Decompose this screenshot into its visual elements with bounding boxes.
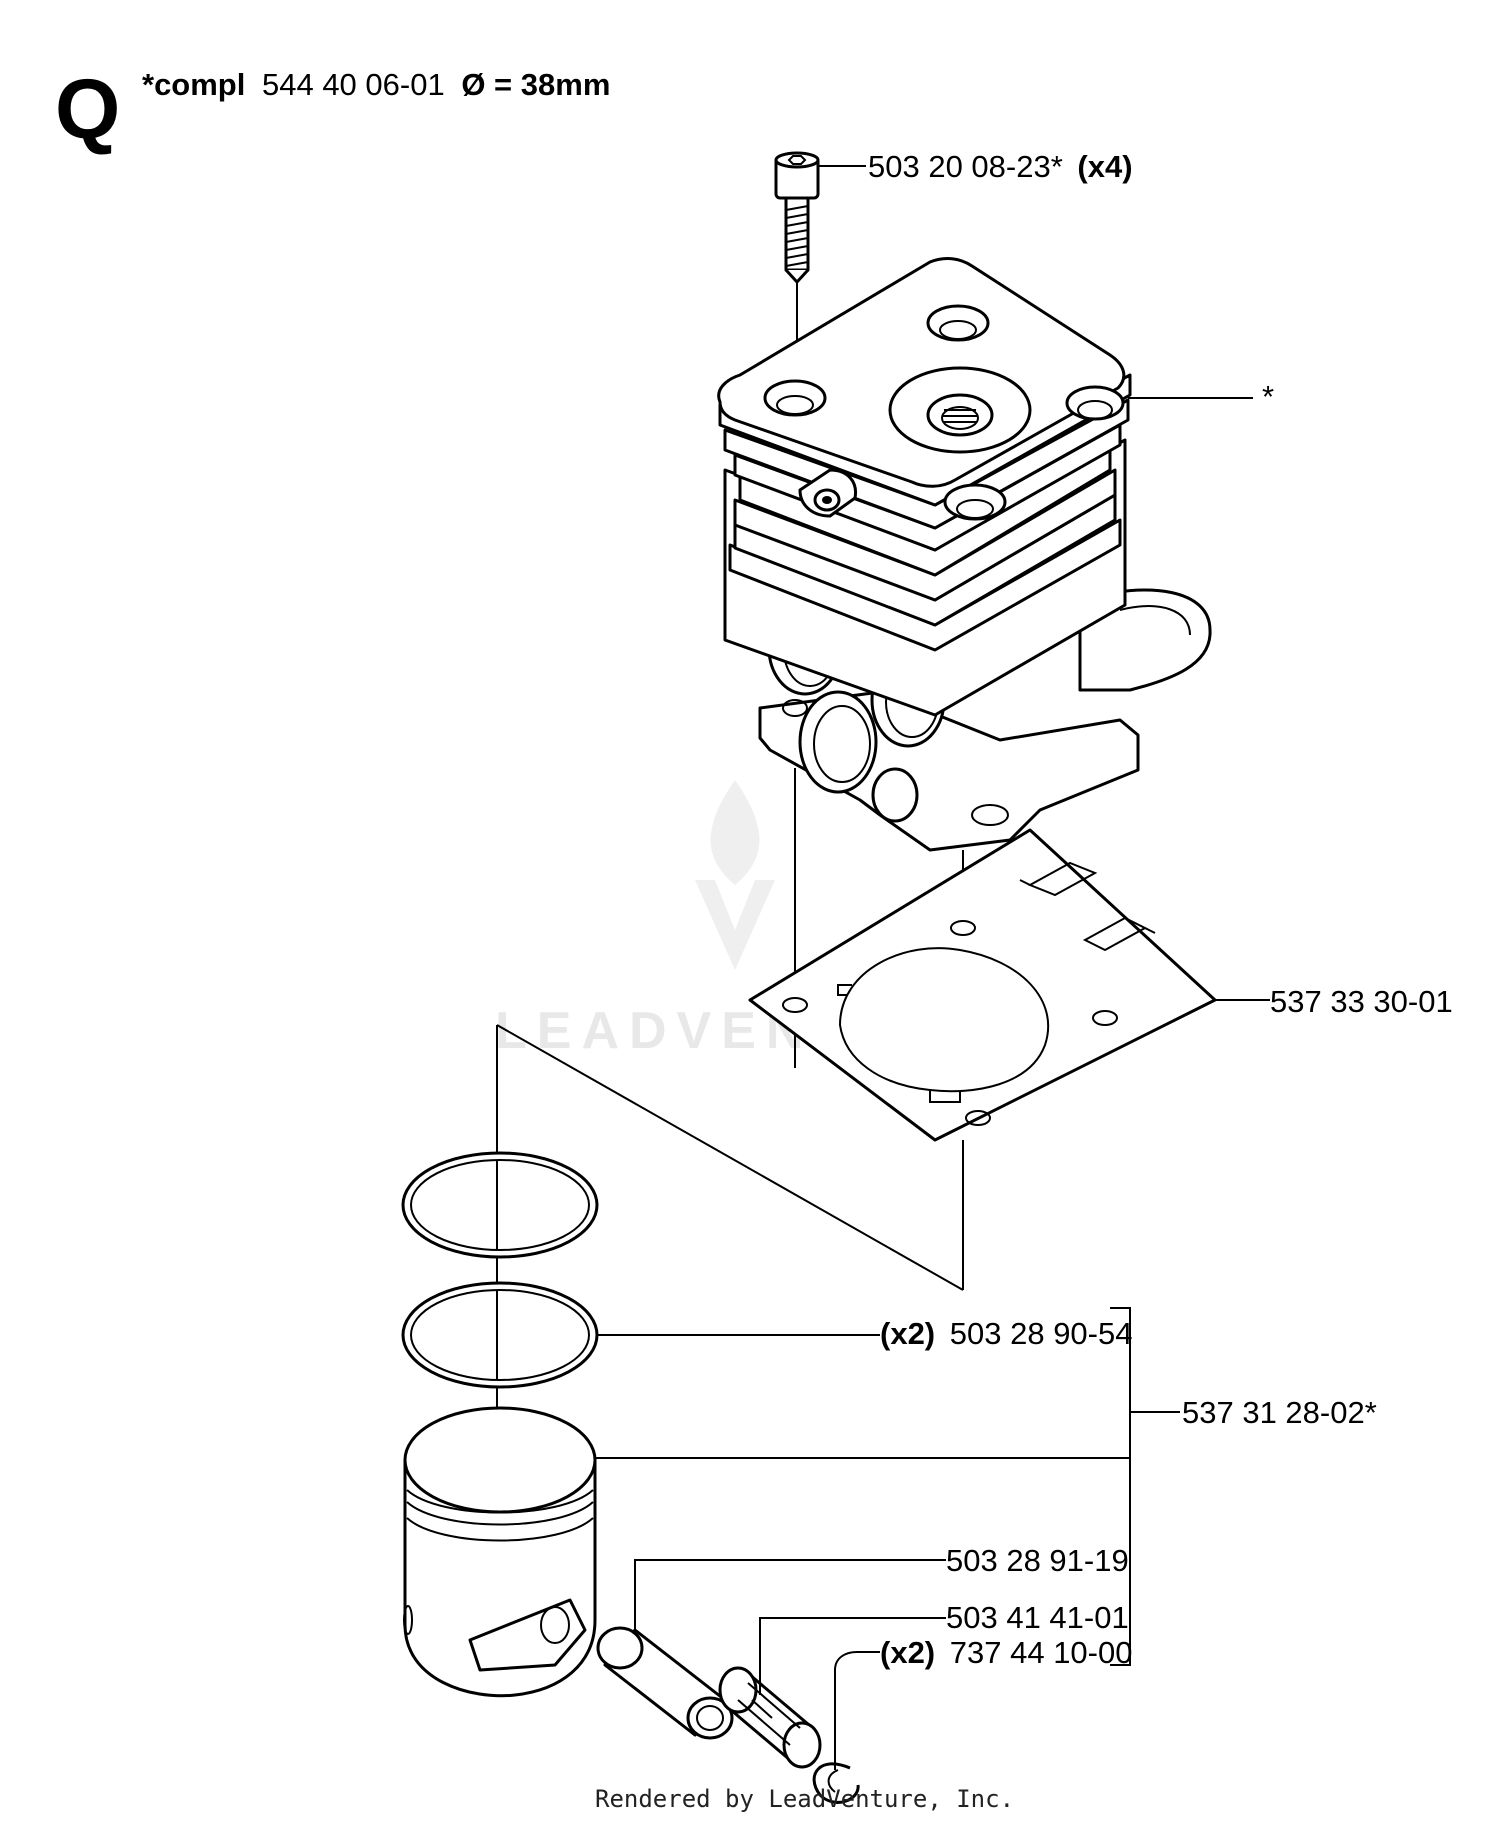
piston-kit-callout: 537 31 28-02*	[1182, 1395, 1377, 1430]
screw-callout: 503 20 08-23* (x4)	[868, 149, 1133, 184]
circlip-part	[812, 1651, 880, 1804]
cylinder-part	[717, 257, 1253, 852]
gasket-part	[748, 828, 1217, 1142]
rings-callout: (x2) 503 28 90-54	[880, 1316, 1132, 1351]
needle-bearing-part	[718, 1617, 946, 1769]
footer-credit: Rendered by LeadVenture, Inc.	[595, 1785, 1014, 1813]
gasket-callout: 537 33 30-01	[1270, 984, 1453, 1019]
piston-part	[403, 1406, 597, 1698]
piston-ring-upper	[401, 1151, 599, 1259]
piston-ring-lower	[401, 1281, 599, 1389]
section-letter: Q	[55, 62, 120, 156]
compl-header: *compl 544 40 06-01 Ø = 38mm	[142, 67, 610, 102]
piston-pin-part	[596, 1559, 946, 1740]
bearing-callout: 503 41 41-01	[946, 1600, 1129, 1635]
pin-callout: 503 28 91-19	[946, 1543, 1129, 1578]
screw-part	[774, 151, 820, 420]
projection-line	[496, 1024, 964, 1291]
circlip-callout: (x2) 737 44 10-00	[880, 1635, 1132, 1670]
piston-kit-bracket	[1110, 1307, 1180, 1666]
cylinder-callout: *	[1262, 379, 1274, 414]
